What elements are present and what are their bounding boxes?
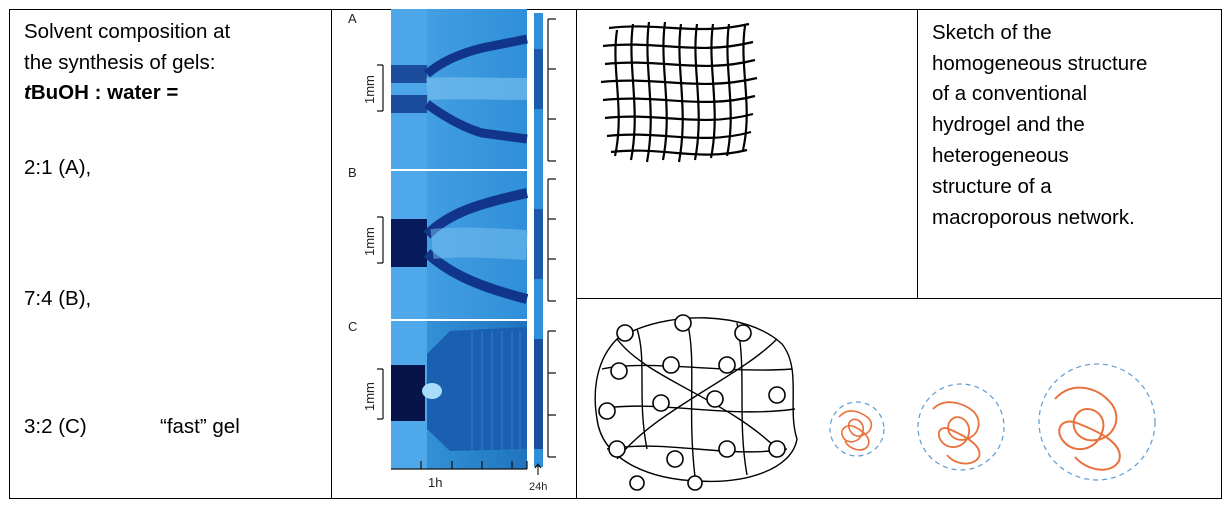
- ratio-heading-rest: BuOH : water =: [30, 81, 179, 104]
- time-axis-label: 1h: [428, 475, 442, 490]
- composition-line-2: the synthesis of gels:: [24, 51, 216, 74]
- description-line-7: macroporous network.: [932, 206, 1135, 229]
- ratio-italic-prefix: t: [24, 81, 31, 104]
- composition-line-1: Solvent composition at: [24, 20, 231, 43]
- homogeneous-mesh-sketch: [577, 10, 917, 298]
- panel-c: [391, 321, 527, 469]
- coil-small: [829, 401, 885, 457]
- kymograph-svg: A B C 1mm 1mm 1mm 1h 24h: [348, 9, 556, 493]
- composition-a: 2:1 (A),: [24, 156, 92, 179]
- coil-large: [1038, 363, 1156, 481]
- table-divider-1: [331, 9, 332, 499]
- kymograph-figure: A B C 1mm 1mm 1mm 1h 24h: [332, 9, 576, 498]
- time-axis: [391, 461, 528, 470]
- table-row-divider: [576, 298, 1222, 299]
- end-time-strip: [534, 13, 543, 467]
- panel-label-a: A: [348, 11, 357, 26]
- end-time-arrow: [534, 463, 542, 475]
- network-knots: [598, 314, 786, 491]
- description-line-3: of a conventional: [932, 82, 1088, 105]
- description-line-2: homogeneous structure: [932, 52, 1148, 75]
- description-line-1: Sketch of the: [932, 21, 1052, 44]
- right-scale-brackets: [547, 18, 556, 458]
- composition-c-note: “fast” gel: [160, 415, 240, 438]
- description-line-4: hydrogel and the: [932, 113, 1085, 136]
- macroporous-network-sketch: [577, 299, 1221, 498]
- composition-b: 7:4 (B),: [24, 287, 92, 310]
- table-divider-3: [917, 9, 918, 298]
- table-border-bottom: [9, 498, 1222, 499]
- mesh-svg: [600, 21, 758, 163]
- table-border-right: [1221, 9, 1222, 499]
- panel-label-c: C: [348, 319, 357, 334]
- panel-a: [391, 9, 528, 169]
- network-svg: [594, 314, 1156, 491]
- left-scale-brackets: [377, 64, 384, 420]
- table-border-top: [9, 9, 1222, 10]
- composition-cell: Solvent composition at the synthesis of …: [10, 9, 331, 498]
- description-line-6: structure of a: [932, 175, 1052, 198]
- panel-b: [391, 171, 529, 319]
- mesh-lines: [600, 21, 758, 163]
- ratio-heading: tBuOH : water =: [24, 79, 178, 107]
- panel-label-b: B: [348, 165, 357, 180]
- scale-label-b: 1mm: [362, 227, 377, 256]
- end-time-label: 24h: [529, 481, 547, 493]
- sketch-description-cell: Sketch of the homogeneous structure of a…: [918, 10, 1221, 298]
- scale-label-a: 1mm: [362, 75, 377, 104]
- coil-medium: [917, 383, 1005, 471]
- scale-label-c: 1mm: [362, 382, 377, 411]
- network-strands: [594, 317, 798, 483]
- table-divider-2: [576, 9, 577, 499]
- table-border-left: [9, 9, 10, 499]
- description-line-5: heterogeneous: [932, 144, 1069, 167]
- composition-c: 3:2 (C): [24, 415, 87, 438]
